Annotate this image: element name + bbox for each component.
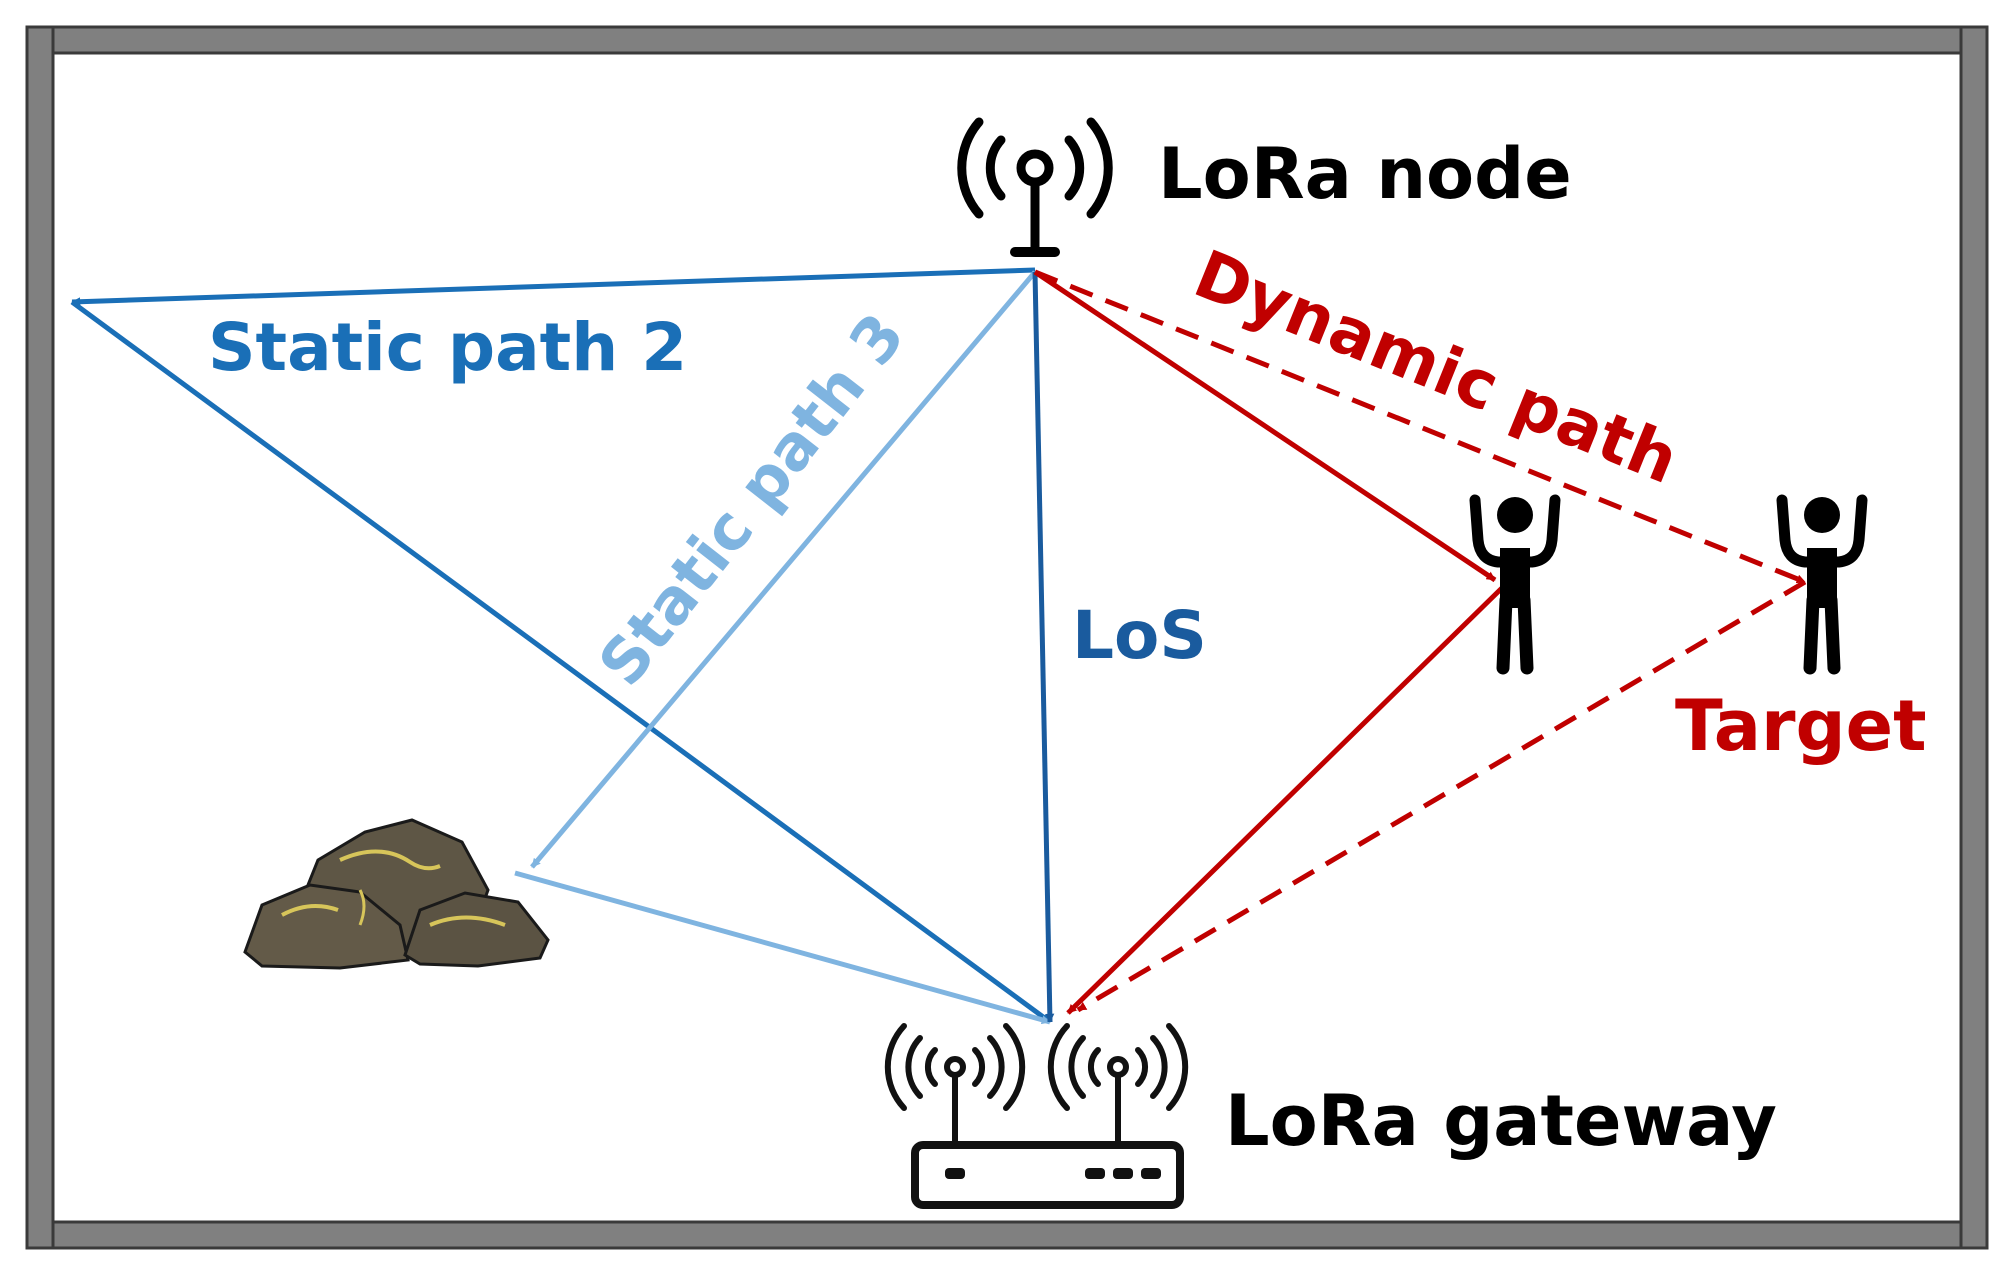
los-label: LoS [1072,597,1207,674]
signal-paths [70,267,1807,1025]
room-walls [25,25,1989,1250]
target-label: Target [1675,685,1927,767]
lora-node-label: LoRa node [1158,133,1572,215]
dynamic-path-solid-outbound [1033,269,1497,583]
dynamic-path-dashed-return [1076,579,1807,1013]
dynamic-path-dashed-outbound [1034,269,1806,585]
static-path-2-label: Static path 2 [208,309,687,386]
los-path [1032,271,1055,1023]
wall-left [25,25,55,1250]
wall-top [25,25,1989,55]
person-icon [1776,494,1868,675]
static-path-2-return [70,299,1052,1025]
router-icon [884,1023,1189,1209]
person-icon [1469,494,1561,675]
wall-bottom [25,1220,1989,1250]
dynamic-path-solid-return [1066,583,1507,1015]
lora-gateway-label: LoRa gateway [1225,1080,1777,1162]
antenna-icon [957,117,1113,257]
static-path-3-return [514,870,1051,1025]
static-path-3-outbound [530,270,1037,869]
rock-icon [243,818,550,970]
dynamic-path-label: Dynamic path [1184,235,1689,499]
wall-right [1959,25,1989,1250]
static-path-2-outbound [71,267,1036,307]
